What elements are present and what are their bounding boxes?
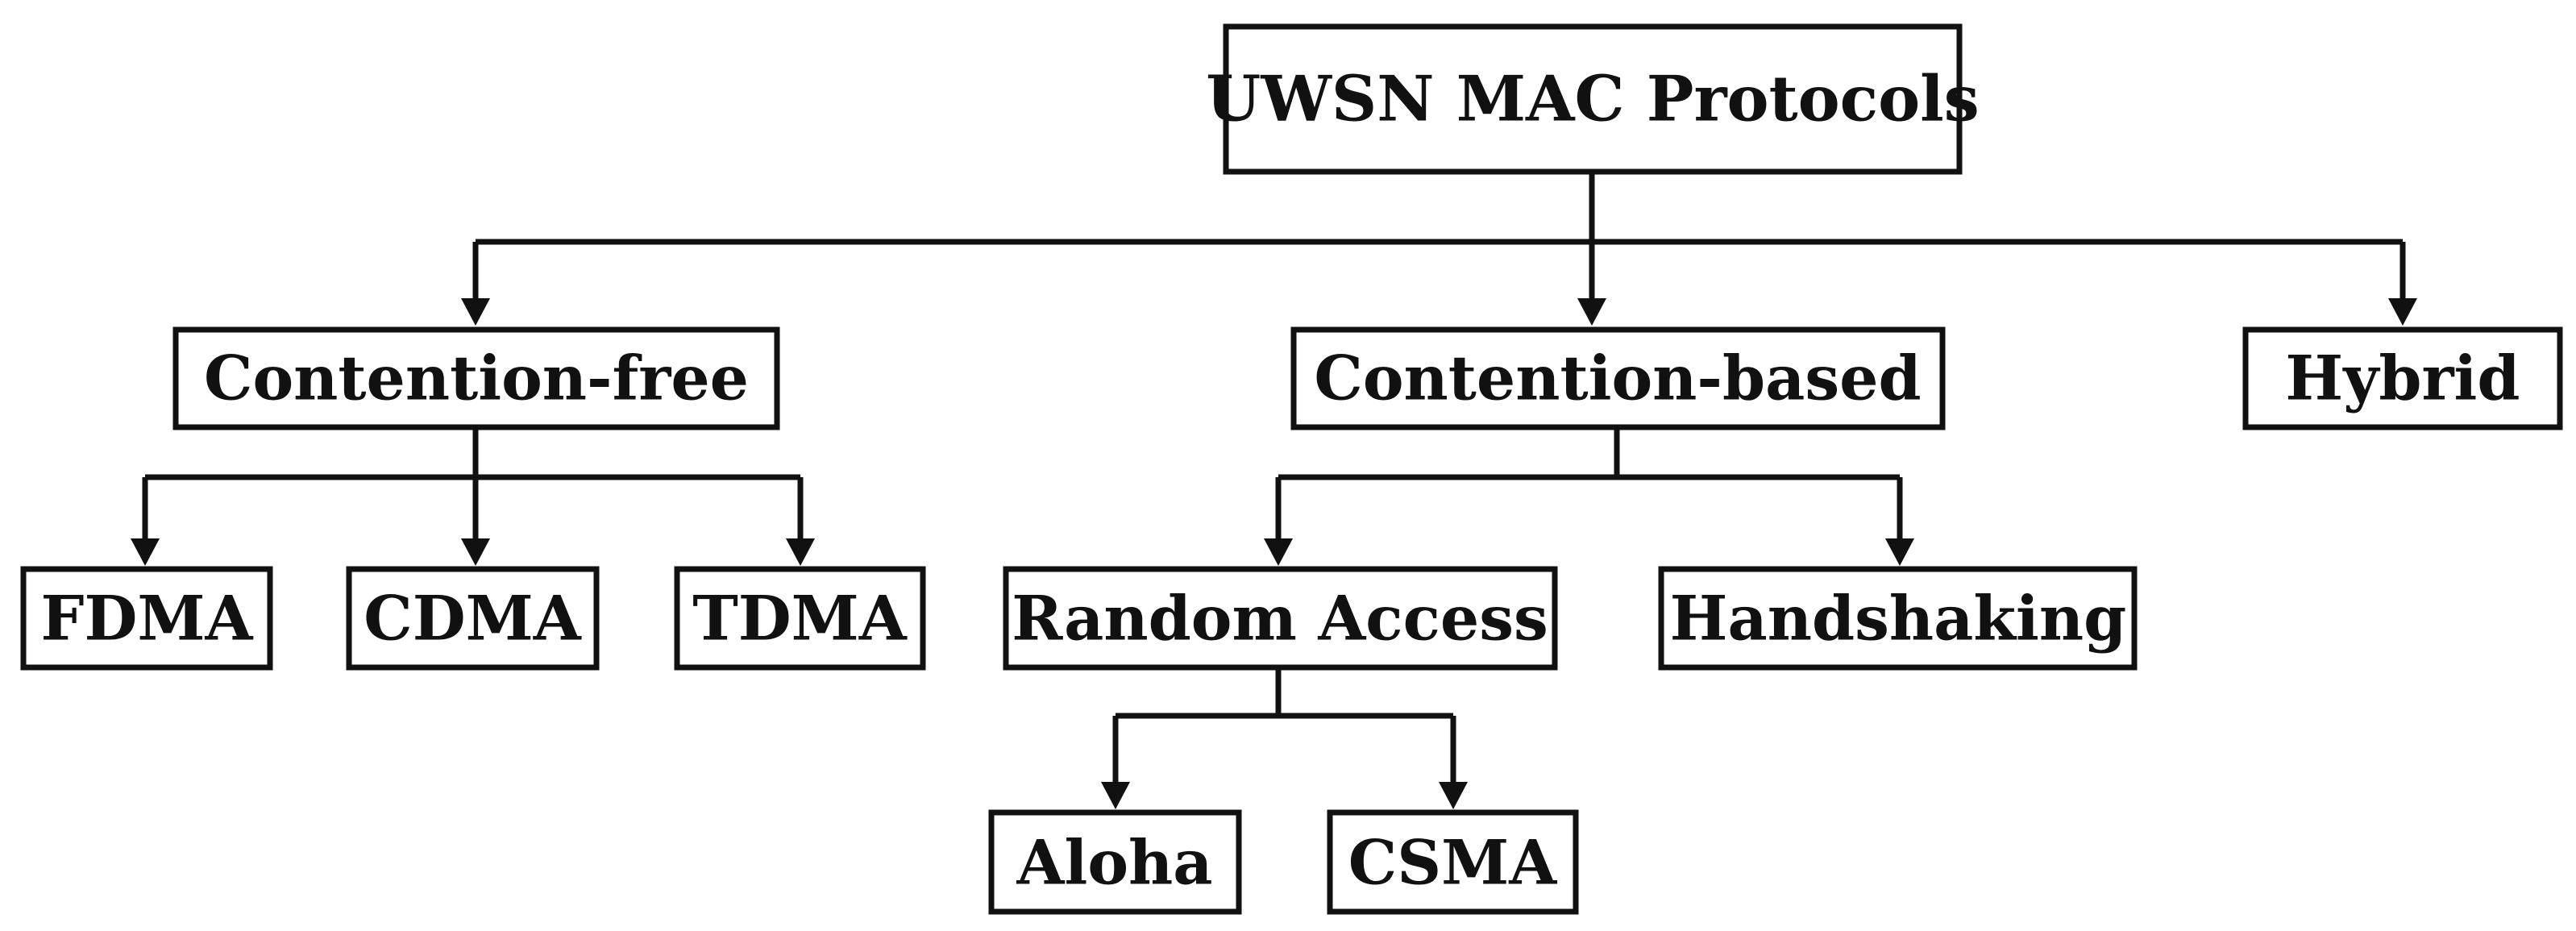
node-root: UWSN MAC Protocols bbox=[1206, 23, 1980, 175]
arrowhead-aloha bbox=[1101, 782, 1130, 809]
node-box bbox=[1003, 566, 1558, 671]
node-hybrid: Hybrid bbox=[2242, 326, 2563, 430]
node-box bbox=[20, 566, 273, 671]
node-fdma: FDMA bbox=[20, 566, 273, 671]
node-label: Random Access bbox=[1012, 583, 1548, 655]
node-box bbox=[674, 566, 926, 671]
node-label: Hybrid bbox=[2285, 343, 2520, 414]
node-box bbox=[1658, 566, 2138, 671]
node-box bbox=[1223, 23, 1963, 175]
arrowhead-contention-free bbox=[461, 298, 490, 326]
edges bbox=[131, 172, 2417, 809]
node-box bbox=[346, 566, 600, 671]
node-box bbox=[1327, 809, 1579, 915]
node-box bbox=[1290, 326, 1946, 430]
node-label: Contention-free bbox=[204, 343, 749, 414]
arrowhead-csma bbox=[1439, 782, 1468, 809]
node-cdma: CDMA bbox=[346, 566, 600, 671]
arrowhead-hybrid bbox=[2388, 298, 2417, 326]
nodes: UWSN MAC Protocols Contention-free Conte… bbox=[20, 23, 2563, 915]
node-label: CDMA bbox=[364, 583, 582, 655]
node-label: FDMA bbox=[41, 583, 254, 655]
arrowhead-random-access bbox=[1264, 538, 1293, 566]
node-contention-free: Contention-free bbox=[172, 326, 780, 430]
node-aloha: Aloha bbox=[988, 809, 1242, 915]
node-label: Aloha bbox=[1016, 827, 1212, 899]
node-random-access: Random Access bbox=[1003, 566, 1558, 671]
node-box bbox=[172, 326, 780, 430]
node-label: CSMA bbox=[1348, 827, 1558, 899]
node-label: Handshaking bbox=[1670, 583, 2127, 655]
arrowhead-contention-based bbox=[1577, 298, 1606, 326]
arrowhead-handshaking bbox=[1885, 538, 1914, 566]
arrowhead-tdma bbox=[786, 538, 815, 566]
node-handshaking: Handshaking bbox=[1658, 566, 2138, 671]
node-box bbox=[2242, 326, 2563, 430]
node-tdma: TDMA bbox=[674, 566, 926, 671]
arrowhead-fdma bbox=[131, 538, 160, 566]
node-label: Contention-based bbox=[1314, 343, 1921, 414]
node-label: TDMA bbox=[692, 583, 908, 655]
node-contention-based: Contention-based bbox=[1290, 326, 1946, 430]
node-box bbox=[988, 809, 1242, 915]
arrowhead-cdma bbox=[461, 538, 490, 566]
node-csma: CSMA bbox=[1327, 809, 1579, 915]
node-label: UWSN MAC Protocols bbox=[1206, 63, 1979, 136]
